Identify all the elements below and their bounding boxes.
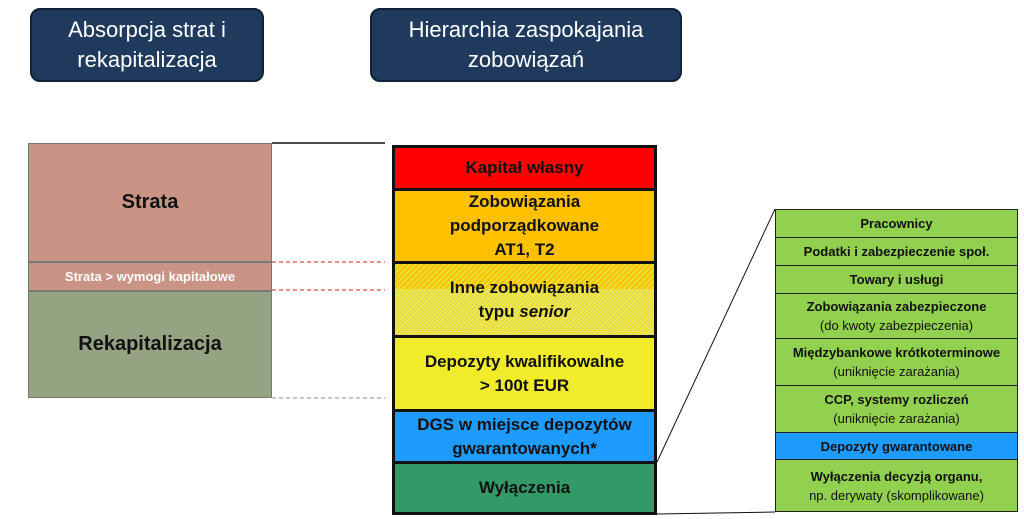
- header-loss-absorption: Absorpcja strat i rekapitalizacja: [30, 8, 264, 82]
- exclusions-label: Wyłączenia: [478, 478, 571, 497]
- excl-item: Wyłączenia decyzją organu, np. derywaty (…: [775, 459, 1018, 512]
- excl-title: Podatki i zabezpieczenie społ.: [803, 244, 990, 259]
- excl-item: Międzybankowe krótkoterminowe (uniknięcie…: [775, 338, 1018, 386]
- excess-loss-block: Strata > wymogi kapitałowe: [28, 262, 272, 291]
- excl-sub: (do kwoty zabezpieczenia): [819, 318, 974, 333]
- excl-title: Pracownicy: [860, 216, 933, 231]
- equity-label: Kapitał własny: [465, 158, 584, 177]
- header-line: zobowiązań: [467, 47, 585, 72]
- loss-block: Strata: [28, 143, 272, 262]
- excl-sub: (uniknięcie zarażania): [833, 411, 960, 426]
- excl-title: Depozyty gwarantowane: [820, 438, 973, 454]
- header-line: rekapitalizacja: [77, 47, 217, 72]
- header-line: Absorpcja strat i: [68, 17, 226, 42]
- senior-italic: senior: [519, 301, 571, 321]
- excl-title: Zobowiązania zabezpieczone: [806, 299, 987, 314]
- recap-label: Rekapitalizacja: [78, 333, 222, 355]
- deposits-line: Depozyty kwalifikowalne: [424, 351, 625, 371]
- senior-line-2: typu senior: [479, 300, 571, 324]
- sub-line: Zobowiązania: [468, 192, 581, 211]
- dgs-line: gwarantowanych*: [452, 438, 597, 458]
- senior-text: typu: [478, 301, 520, 321]
- excl-item-guaranteed-deposits: Depozyty gwarantowane: [775, 432, 1018, 460]
- recap-block: Rekapitalizacja: [28, 291, 272, 398]
- excl-item: Pracownicy: [775, 209, 1018, 238]
- senior-line: Inne zobowiązania: [449, 277, 600, 297]
- equity-block: Kapitał własny: [392, 145, 657, 191]
- exclusions-block: Wyłączenia: [392, 461, 657, 515]
- header-line: Hierarchia zaspokajania: [408, 17, 644, 42]
- excl-title: CCP, systemy rozliczeń: [824, 392, 969, 407]
- excl-title: Wyłączenia decyzją organu,: [810, 468, 983, 484]
- excess-loss-label: Strata > wymogi kapitałowe: [64, 269, 236, 284]
- excl-item: Zobowiązania zabezpieczone (do kwoty zabe…: [775, 293, 1018, 339]
- dgs-block: DGS w miejsce depozytów gwarantowanych*: [392, 409, 657, 464]
- excl-item: Towary i usługi: [775, 265, 1018, 294]
- loss-label: Strata: [121, 191, 179, 213]
- dgs-line: DGS w miejsce depozytów: [417, 414, 632, 434]
- excl-sub: (uniknięcie zarażania): [833, 364, 960, 379]
- excl-title: Międzybankowe krótkoterminowe: [792, 345, 1001, 360]
- sub-line: podporządkowane: [449, 216, 600, 235]
- excl-item: Podatki i zabezpieczenie społ.: [775, 237, 1018, 266]
- eligible-deposits-block: Depozyty kwalifikowalne > 100t EUR: [392, 335, 657, 412]
- excl-sub: np. derywaty (skomplikowane): [809, 487, 984, 503]
- header-hierarchy: Hierarchia zaspokajania zobowiązań: [370, 8, 682, 82]
- excl-title: Towary i usługi: [849, 272, 944, 287]
- excl-item: CCP, systemy rozliczeń (uniknięcie zaraża…: [775, 385, 1018, 433]
- deposits-line: > 100t EUR: [479, 375, 570, 395]
- sub-line: AT1, T2: [494, 240, 555, 259]
- senior-block: Inne zobowiązania typu senior: [392, 261, 657, 338]
